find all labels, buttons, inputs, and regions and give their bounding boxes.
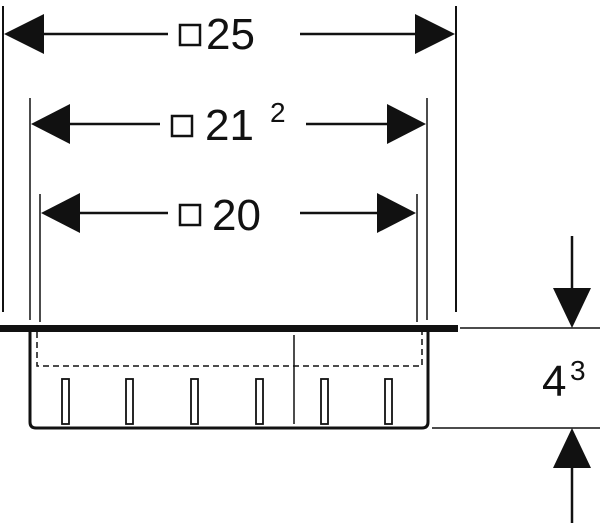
square-symbol-icon: [178, 203, 202, 227]
arrowhead-outer-right: [415, 14, 455, 54]
dimension-frame-width: 21 2: [31, 97, 426, 150]
square-symbol-icon: [178, 23, 202, 47]
flange-plate: [0, 325, 458, 332]
slot: [125, 378, 134, 425]
slots: [61, 378, 393, 425]
inner-width-value: 20: [212, 191, 261, 240]
arrowhead-frame-right: [387, 104, 426, 144]
square-symbol-icon: [170, 114, 194, 138]
slot: [255, 378, 264, 425]
slot: [61, 378, 70, 425]
arrowhead-height-down: [553, 288, 591, 328]
inner-basket-outline: [36, 332, 423, 367]
dimension-outer-width: 25: [4, 10, 455, 59]
dimension-inner-width: 20: [41, 191, 416, 240]
frame-width-superscript: 2: [270, 97, 286, 128]
slot: [384, 378, 393, 425]
body-outline: [28, 332, 430, 430]
height-value: 4: [542, 357, 566, 406]
arrowhead-frame-left: [31, 104, 70, 144]
dimension-height: 4 3: [542, 236, 591, 523]
arrowhead-height-up: [553, 428, 591, 468]
arrowhead-inner-left: [41, 193, 80, 233]
extension-lines: [2, 6, 600, 429]
slot: [320, 378, 329, 425]
drain-body: [0, 325, 458, 430]
arrowhead-outer-left: [4, 14, 44, 54]
arrowhead-inner-right: [377, 193, 416, 233]
height-superscript: 3: [570, 355, 586, 386]
outer-width-value: 25: [206, 10, 255, 59]
frame-width-value: 21: [205, 101, 254, 150]
slot: [190, 378, 199, 425]
